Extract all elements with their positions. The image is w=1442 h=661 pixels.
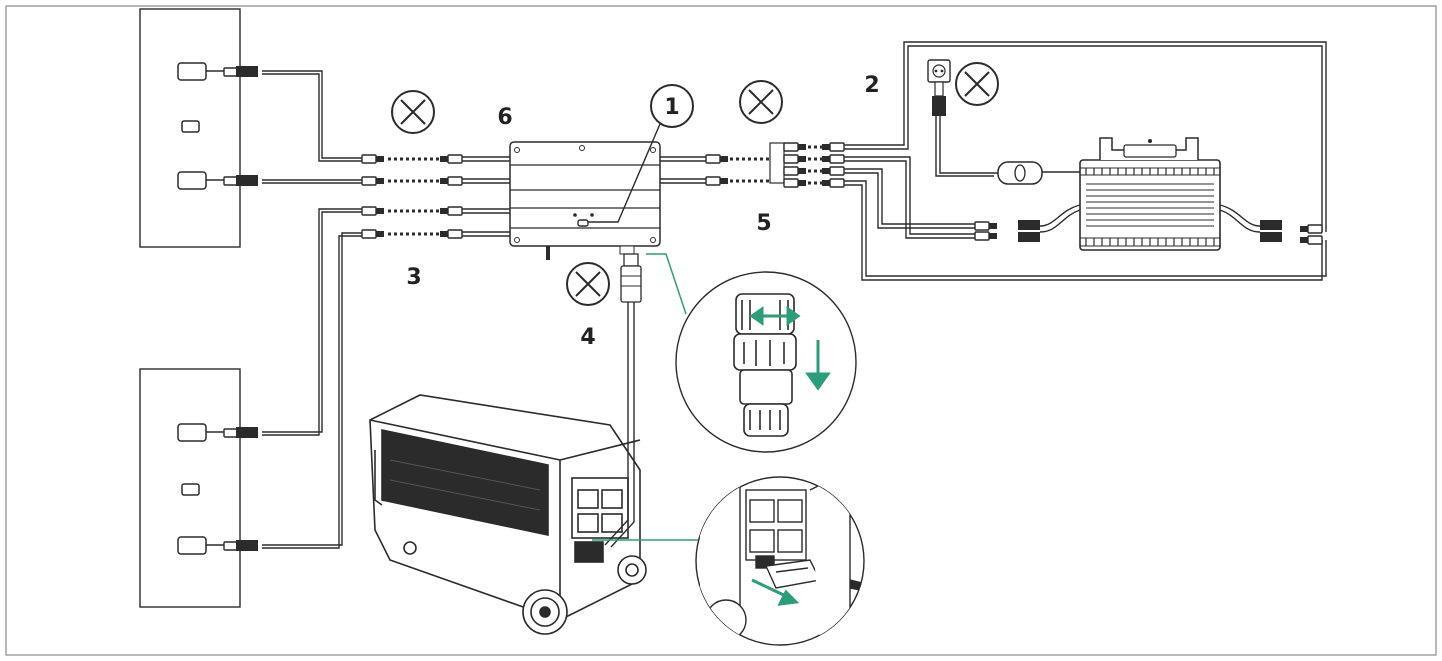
label-3: 3 <box>406 265 421 290</box>
label-2: 2 <box>864 73 879 98</box>
micro-inverter <box>1018 137 1323 251</box>
solar-panel-bottom <box>139 368 241 608</box>
no-connect-icon <box>391 90 435 134</box>
callout-1: 1 <box>588 84 694 223</box>
station-cable <box>604 253 642 548</box>
panel-junction-box-icon <box>177 171 207 190</box>
panel-junction-box-icon <box>177 423 207 442</box>
arrow-double-icon <box>749 306 801 326</box>
zoom-station-port <box>695 476 865 646</box>
no-connect-icon <box>955 62 999 106</box>
ac-cable <box>927 59 1080 185</box>
zoom-connector <box>675 271 857 453</box>
no-connect-icon <box>739 80 783 124</box>
left-dotted-connections <box>361 154 512 239</box>
control-box <box>509 141 661 260</box>
label-1: 1 <box>664 95 679 120</box>
panel-cables <box>206 70 362 549</box>
panel-junction-box-icon <box>177 536 207 555</box>
power-station <box>369 394 647 635</box>
arrow-down-icon <box>805 340 831 391</box>
right-dotted-connections <box>660 142 845 188</box>
solar-panel-top <box>139 8 241 248</box>
wall-socket-icon <box>927 59 951 83</box>
label-6: 6 <box>497 105 512 130</box>
label-5: 5 <box>756 211 771 236</box>
callout-leaders <box>592 253 700 541</box>
inverter-cables <box>844 41 1327 281</box>
label-4: 4 <box>580 325 595 350</box>
no-connect-icon <box>566 262 610 306</box>
panel-junction-box-icon <box>177 62 207 81</box>
outer-frame <box>5 5 1437 656</box>
